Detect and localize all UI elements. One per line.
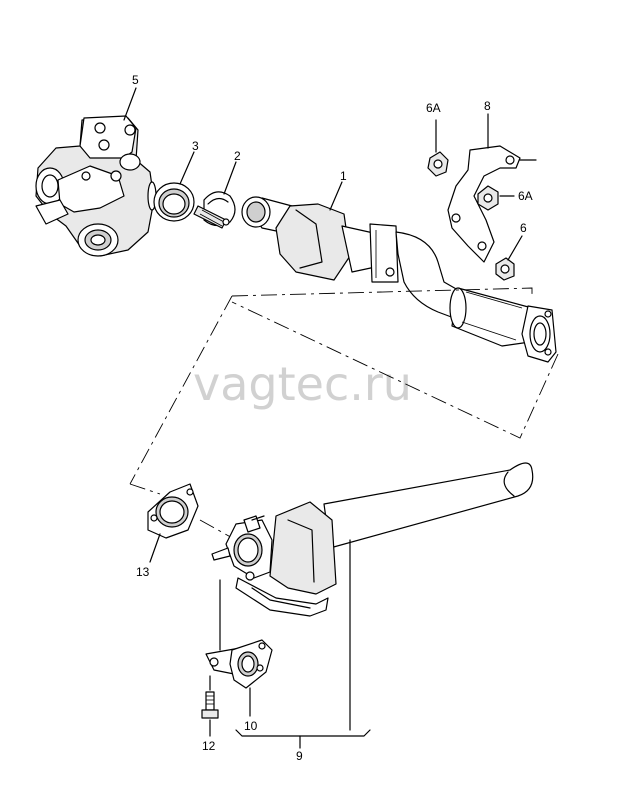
callout-2: 2 [234, 149, 241, 163]
callout-labels: 5 3 2 1 6A 8 6A 6 13 10 12 9 [132, 73, 533, 763]
nut-6a-top [427, 151, 449, 177]
callout-6a-top: 6A [426, 101, 441, 115]
callout-9: 9 [296, 749, 303, 763]
callout-10: 10 [244, 719, 258, 733]
callout-12: 12 [202, 739, 216, 753]
callout-1: 1 [340, 169, 347, 183]
part-2-clamp [193, 191, 236, 229]
part-9-rear-pipe-assembly [211, 462, 534, 617]
callout-5: 5 [132, 73, 139, 87]
part-8-bracket [447, 145, 537, 263]
callout-6: 6 [520, 221, 527, 235]
callout-8: 8 [484, 99, 491, 113]
part-1-front-pipe-catalyst [241, 196, 557, 363]
part-3-gasket-ring [153, 182, 195, 222]
leader-lines [123, 87, 523, 749]
part-12-bolt [201, 691, 219, 719]
part-13-flange-gasket [147, 483, 199, 539]
callout-6a-right: 6A [518, 189, 533, 203]
callout-13: 13 [136, 565, 150, 579]
nut-6a-right [477, 185, 499, 211]
watermark: vagtec.ru [193, 357, 412, 411]
nut-6 [495, 257, 515, 281]
callout-3: 3 [192, 139, 199, 153]
part-5-manifold [35, 115, 157, 257]
part-10-clamp [205, 639, 273, 689]
